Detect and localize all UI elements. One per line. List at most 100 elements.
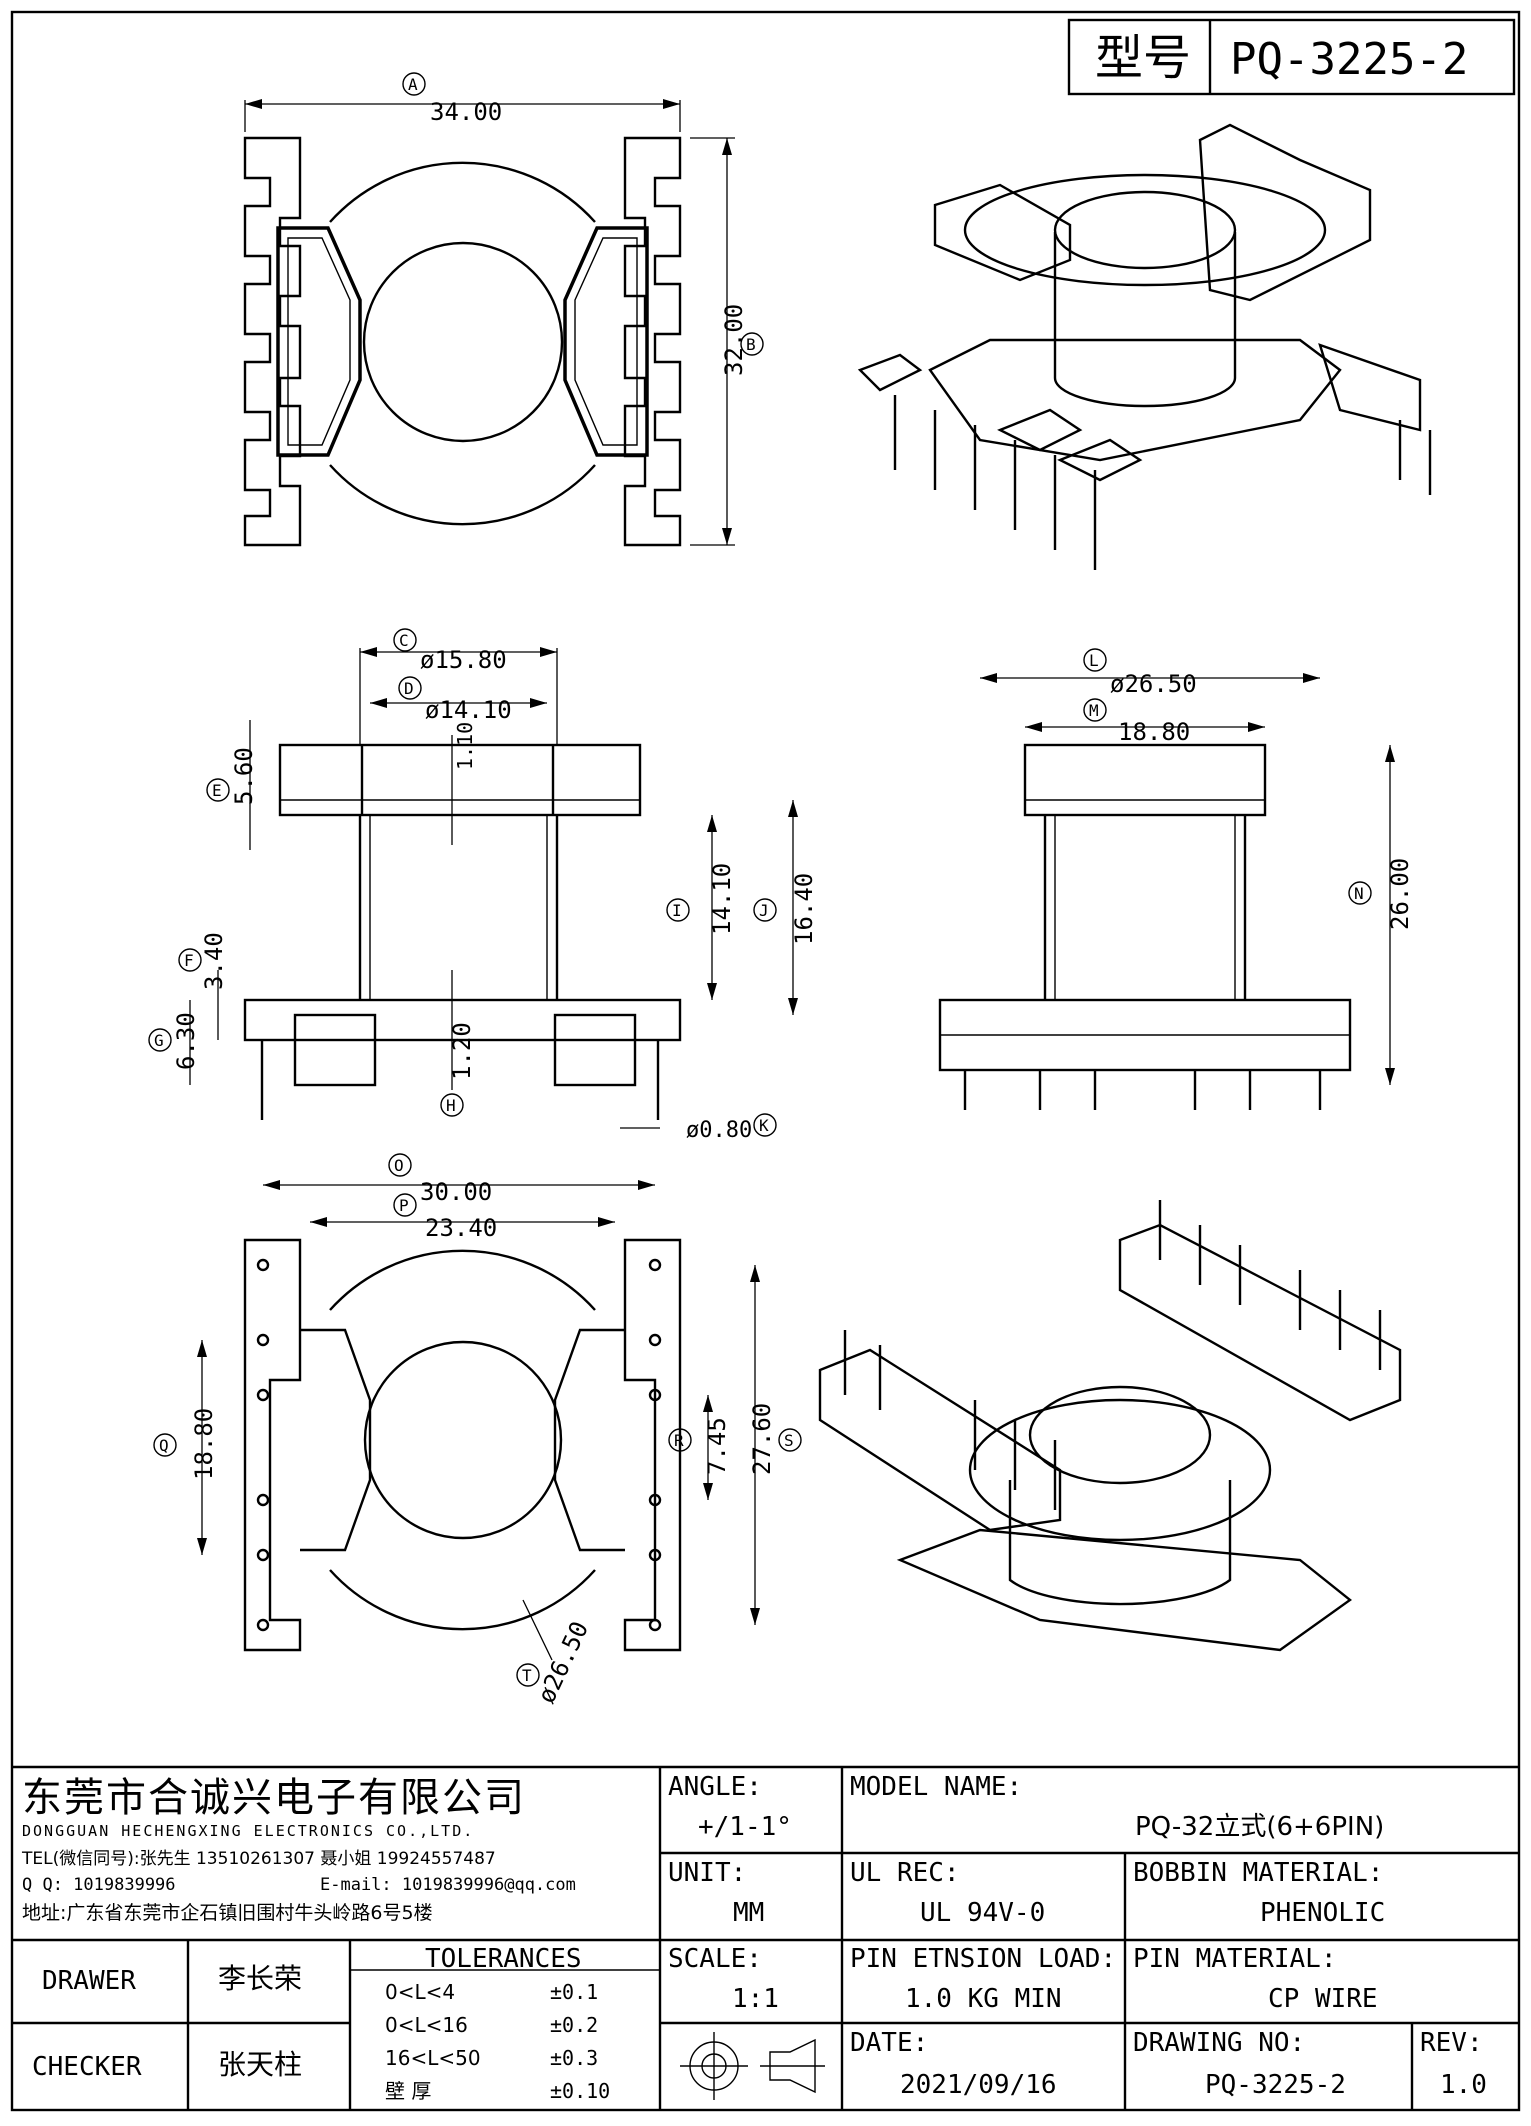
scale-label: SCALE: <box>668 1944 762 1974</box>
company-name-en: DONGGUAN HECHENGXING ELECTRONICS CO.,LTD… <box>22 1822 475 1840</box>
model-label: 型号 <box>1095 30 1191 86</box>
svg-text:Q: Q <box>159 1436 169 1455</box>
drawing-border <box>10 10 1521 2112</box>
svg-text:E: E <box>212 781 222 800</box>
iso-view-bottom <box>818 1200 1402 1652</box>
company-email: E-mail: 1019839996@qq.com <box>320 1875 576 1895</box>
svg-text:A: A <box>408 75 418 94</box>
tolerance-row: 0<L<16 ±0.2 <box>385 2009 655 2042</box>
bottom-view: O 30.00 P 23.40 Q 18.80 R 7.45 S 27.60 T… <box>153 1153 802 1708</box>
pin-material-value: CP WIRE <box>1268 1984 1378 2014</box>
bobbin-material-value: PHENOLIC <box>1260 1898 1386 1928</box>
tolerance-range: 16<L<50 <box>385 2046 481 2070</box>
dim-A-marker <box>402 72 426 96</box>
tolerance-row: 16<L<50 ±0.3 <box>385 2042 655 2075</box>
unit-label: UNIT: <box>668 1858 747 1888</box>
drawing-no-label: DRAWING NO: <box>1133 2028 1306 2058</box>
svg-text:B: B <box>746 335 756 354</box>
tolerance-range: 0<L<4 <box>385 1980 456 2004</box>
company-address: 地址:广东省东莞市企石镇旧围村牛头岭路6号5楼 <box>22 1902 433 1924</box>
tolerance-list: 0<L<4 ±0.1 0<L<16 ±0.2 16<L<50 ±0.3 壁 厚 ±0.10 <box>385 1976 655 2108</box>
tolerance-value: ±0.3 <box>550 2046 599 2070</box>
dim-N: 26.00 <box>1386 858 1414 930</box>
svg-text:S: S <box>784 1431 794 1450</box>
bobbin-material-label: BOBBIN MATERIAL: <box>1133 1858 1384 1888</box>
drawer-value: 李长荣 <box>218 1962 303 1995</box>
drawer-label: DRAWER <box>42 1966 136 1996</box>
svg-text:G: G <box>154 1031 164 1050</box>
date-value: 2021/09/16 <box>900 2070 1057 2100</box>
dim-K: ø0.80 <box>686 1118 752 1143</box>
dim-C: ø15.80 <box>420 646 507 674</box>
model-value: PQ-3225-2 <box>1230 34 1468 85</box>
svg-text:H: H <box>446 1096 456 1115</box>
iso-view-top <box>857 123 1432 570</box>
svg-text:F: F <box>184 951 194 970</box>
svg-text:M: M <box>1089 701 1099 720</box>
projection-symbol <box>680 2032 825 2100</box>
pin-load-value: 1.0 KG MIN <box>905 1984 1062 2014</box>
dim-E: 5.60 <box>230 747 258 805</box>
dim-Q: 18.80 <box>190 1408 218 1480</box>
svg-text:K: K <box>759 1116 769 1135</box>
company-qq: Q Q: 1019839996 <box>22 1875 176 1895</box>
model-name-label: MODEL NAME: <box>850 1772 1023 1802</box>
dim-G: 6.30 <box>172 1012 200 1070</box>
svg-text:C: C <box>399 631 409 650</box>
pin-load-label: PIN ETNSION LOAD: <box>850 1944 1117 1974</box>
dim-R: 7.45 <box>703 1417 731 1475</box>
tolerance-range: 壁 厚 <box>385 2079 432 2103</box>
tolerance-range: 0<L<16 <box>385 2013 468 2037</box>
dim-O: 30.00 <box>420 1178 492 1206</box>
front-view: C ø15.80 D ø14.10 1.10 E 5.60 F 3.40 G 6… <box>148 628 818 1143</box>
svg-text:J: J <box>759 901 769 920</box>
svg-text:O: O <box>394 1156 404 1175</box>
tolerance-value: ±0.10 <box>550 2079 611 2103</box>
dim-M: 18.80 <box>1118 718 1190 746</box>
checker-label: CHECKER <box>32 2052 142 2082</box>
tolerance-value: ±0.2 <box>550 2013 599 2037</box>
angle-label: ANGLE: <box>668 1772 762 1802</box>
dim-B: 32.00 <box>720 304 748 376</box>
dim-T: ø26.50 <box>532 1617 594 1707</box>
svg-text:N: N <box>1354 884 1364 903</box>
tolerance-value: ±0.1 <box>550 1980 599 2004</box>
unit-value: MM <box>733 1898 765 1928</box>
tolerances-label: TOLERANCES <box>425 1944 582 1974</box>
svg-text:I: I <box>672 901 682 920</box>
top-view: A 34.00 32.00 B <box>243 72 764 547</box>
company-name-cn: 东莞市合诚兴电子有限公司 <box>22 1775 526 1821</box>
side-view: L ø26.50 M 18.80 N 26.00 <box>938 648 1414 1110</box>
model-header: 型号 PQ-3225-2 <box>1067 18 1516 96</box>
model-name-value: PQ-32立式(6+6PIN) <box>1135 1812 1385 1842</box>
dim-S: 27.60 <box>748 1403 776 1475</box>
svg-text:R: R <box>674 1431 684 1450</box>
rev-label: REV: <box>1420 2028 1483 2058</box>
ul-value: UL 94V-0 <box>920 1898 1046 1928</box>
rev-value: 1.0 <box>1440 2070 1487 2100</box>
dim-D: ø14.10 <box>425 696 512 724</box>
dim-A: 34.00 <box>430 98 502 126</box>
tolerance-row: 0<L<4 ±0.1 <box>385 1976 655 2009</box>
company-tel: TEL(微信同号):张先生 13510261307 聂小姐 1992455748… <box>22 1849 496 1869</box>
date-label: DATE: <box>850 2028 929 2058</box>
title-block <box>12 1765 1519 2110</box>
ul-label: UL REC: <box>850 1858 960 1888</box>
svg-text:D: D <box>404 679 414 698</box>
pin-material-label: PIN MATERIAL: <box>1133 1944 1337 1974</box>
svg-text:L: L <box>1089 651 1099 670</box>
dim-P: 23.40 <box>425 1214 497 1242</box>
angle-value: +/1-1° <box>698 1812 792 1842</box>
dim-H: 1.20 <box>448 1022 476 1080</box>
svg-text:P: P <box>399 1196 409 1215</box>
checker-value: 张天柱 <box>218 2048 303 2081</box>
dim-F: 3.40 <box>200 932 228 990</box>
svg-text:T: T <box>522 1666 532 1685</box>
scale-value: 1:1 <box>732 1984 779 2014</box>
dim-L: ø26.50 <box>1110 670 1197 698</box>
dim-inner: 1.10 <box>453 722 477 770</box>
dim-J: 16.40 <box>790 873 818 945</box>
tolerance-row: 壁 厚 ±0.10 <box>385 2075 655 2108</box>
dim-I: 14.10 <box>708 863 736 935</box>
